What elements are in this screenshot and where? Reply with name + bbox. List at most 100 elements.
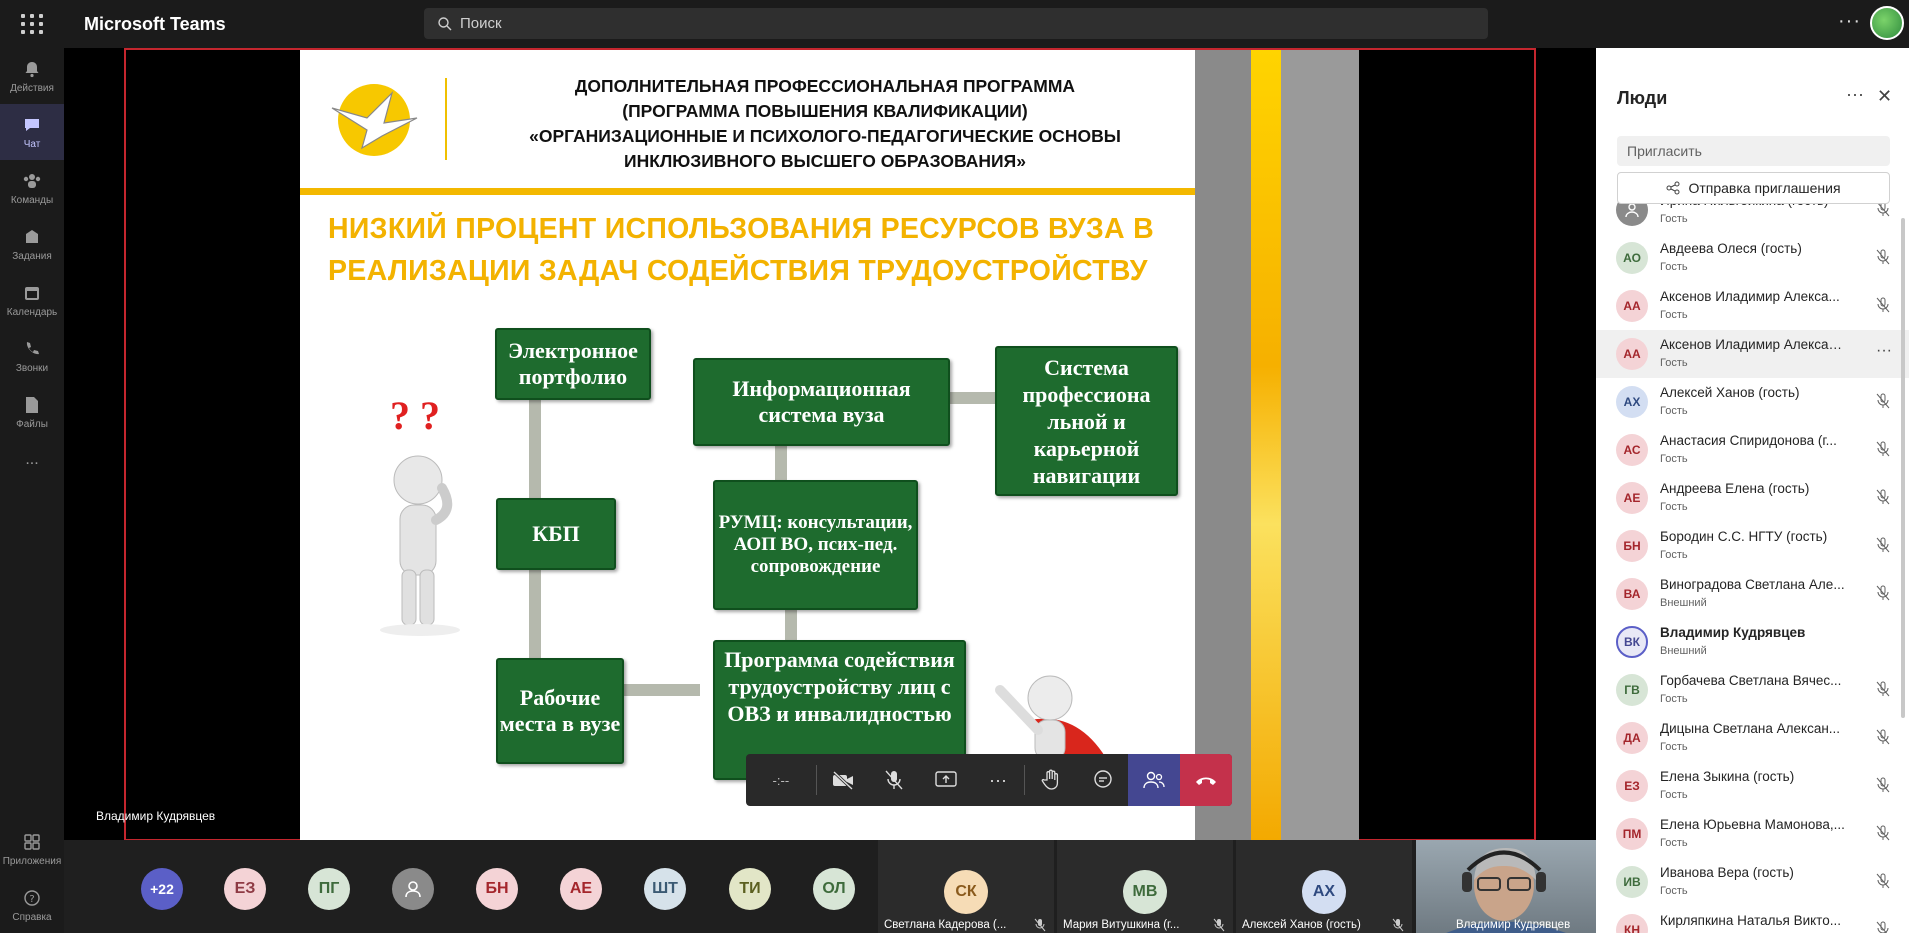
person-video-icon: [1446, 848, 1566, 933]
connector-bottom-horizontal: [620, 684, 700, 696]
participant-mic: [1876, 825, 1890, 846]
mic-off-icon: [1876, 825, 1890, 841]
participant-avatar[interactable]: ШТ: [644, 868, 686, 910]
participant-avatar[interactable]: [392, 868, 434, 910]
presenter-video-tile[interactable]: Владимир Кудрявцев: [1416, 840, 1596, 933]
apps-icon: [21, 832, 43, 852]
avatar: СК: [944, 870, 988, 914]
participant-avatar[interactable]: БН: [476, 868, 518, 910]
participant-role: Гость: [1660, 309, 1688, 321]
chat-icon: [21, 115, 43, 135]
avatar: АХ: [1616, 386, 1648, 418]
box-workplaces: Рабочие места в вузе: [496, 658, 624, 764]
mic-off-button[interactable]: [869, 754, 921, 806]
participants-button[interactable]: [1128, 754, 1181, 806]
rail-item-assignments[interactable]: Задания: [0, 216, 64, 272]
close-icon[interactable]: ✕: [1877, 86, 1893, 106]
rail-item-chat[interactable]: Чат: [0, 104, 64, 160]
raise-hand-button[interactable]: [1025, 754, 1077, 806]
app-launcher-button[interactable]: [0, 0, 64, 48]
participant-more-icon[interactable]: ···: [1876, 342, 1892, 359]
mic-off-icon: [1213, 918, 1225, 932]
rail-item-apps[interactable]: Приложения: [0, 821, 64, 877]
slide-side-yellow: [1251, 50, 1281, 840]
avatar: АС: [1616, 434, 1648, 466]
leave-call-button[interactable]: [1180, 754, 1232, 806]
participant-role: Гость: [1660, 453, 1688, 465]
camera-off-button[interactable]: [817, 754, 869, 806]
user-avatar[interactable]: [1870, 6, 1904, 40]
share-screen-button[interactable]: [920, 754, 972, 806]
slide-side-gray: [1195, 50, 1251, 840]
person-icon: [405, 881, 421, 898]
help-icon: ?: [21, 888, 43, 908]
rail-item-activity[interactable]: Действия: [0, 48, 64, 104]
overflow-participants[interactable]: +22: [141, 868, 183, 910]
share-invite-button[interactable]: Отправка приглашения: [1617, 172, 1890, 204]
tile-name: Мария Витушкина (г...: [1063, 919, 1180, 931]
panel-scrollbar[interactable]: [1901, 218, 1905, 718]
share-screen-icon: [935, 771, 957, 787]
participant-avatar[interactable]: ОЛ: [813, 868, 855, 910]
connector-info-rumc: [775, 442, 787, 482]
participant-name: Елена Юрьевна Мамонова,...: [1660, 817, 1845, 832]
avatar: ДА: [1616, 722, 1648, 754]
rail-item-files[interactable]: Файлы: [0, 384, 64, 440]
participant-avatar[interactable]: ЕЗ: [224, 868, 266, 910]
participant-mic: [1876, 537, 1890, 558]
participant-role: Гость: [1660, 261, 1688, 273]
participant-tile[interactable]: СК Светлана Кадерова (...: [878, 840, 1054, 933]
participant-mic: [1876, 393, 1890, 414]
panel-more-icon[interactable]: ···: [1846, 84, 1864, 104]
call-timer: -:--: [772, 772, 790, 788]
search-input[interactable]: Поиск: [424, 8, 1488, 39]
more-actions-button[interactable]: ···: [972, 754, 1024, 806]
invite-input[interactable]: Пригласить: [1617, 136, 1890, 166]
rail-item-calls[interactable]: Звонки: [0, 328, 64, 384]
participant-mic: [1876, 777, 1890, 798]
avatar: АХ: [1302, 870, 1346, 914]
participant-mic: [1876, 681, 1890, 702]
more-options-icon[interactable]: ···: [1838, 10, 1861, 32]
rail-item-calendar[interactable]: Календарь: [0, 272, 64, 328]
avatar: ГВ: [1616, 674, 1648, 706]
rail-more-button[interactable]: ...: [25, 451, 39, 468]
mic-off-icon: [1876, 729, 1890, 745]
rail-item-teams[interactable]: Команды: [0, 160, 64, 216]
rail-item-help[interactable]: ? Справка: [0, 877, 64, 933]
participant-row[interactable]: Ирина Пильгейкина (гость)Гость: [1596, 200, 1909, 234]
avatar: МВ: [1123, 870, 1167, 914]
participant-role: Гость: [1660, 357, 1688, 369]
participant-name: Кирляпкина Наталья Викто...: [1660, 913, 1841, 928]
logo-divider: [445, 78, 447, 160]
participant-avatar[interactable]: ТИ: [729, 868, 771, 910]
file-icon: [21, 395, 43, 415]
hand-icon: [1041, 769, 1058, 790]
assignments-icon: [21, 227, 43, 247]
mic-off-icon: [1876, 585, 1890, 601]
chat-button[interactable]: [1077, 754, 1129, 806]
mic-off-icon: [1876, 921, 1889, 933]
header-underline: [300, 188, 1195, 195]
participant-name: Алексей Ханов (гость): [1660, 385, 1800, 400]
participant-name: Аксенов Иладимир Алекса...: [1660, 289, 1840, 304]
participant-tile[interactable]: МВ Мария Витушкина (г...: [1057, 840, 1233, 933]
participant-avatar[interactable]: АЕ: [560, 868, 602, 910]
participant-tile[interactable]: АХ Алексей Ханов (гость): [1236, 840, 1412, 933]
participant-avatar[interactable]: ПГ: [308, 868, 350, 910]
